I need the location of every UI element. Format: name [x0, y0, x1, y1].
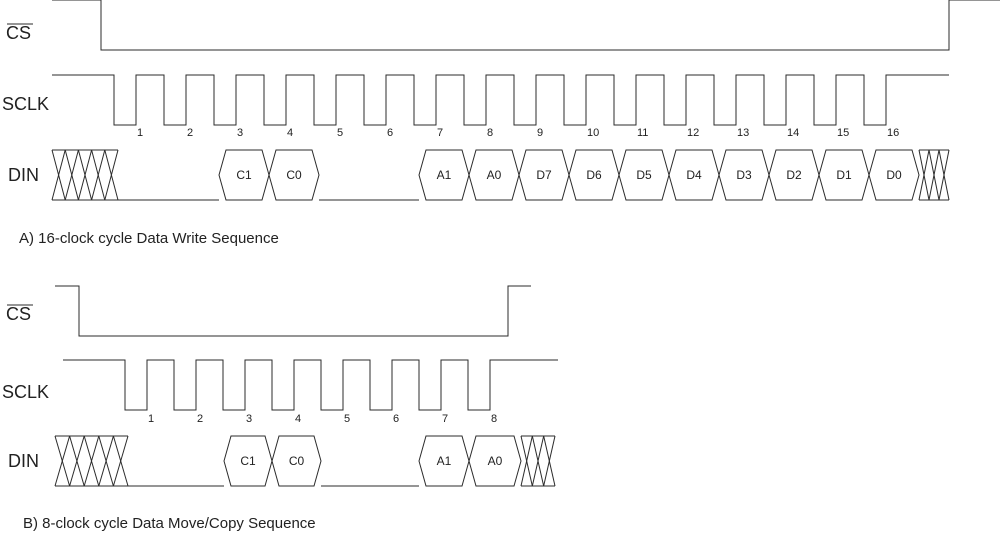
diagram-b-sclk-label: SCLK: [2, 382, 49, 402]
diagram-a-clock-number: 2: [187, 127, 193, 139]
diagram-b-din-dont-care-hatch: [54, 435, 71, 487]
diagram-b-din-cell-shape: [468, 435, 522, 487]
diagram-a-cs-waveform: [52, 0, 1000, 51]
diagram-a-din-waveform: C1 C0 A1 A0 D7 D6 D5 D4 D3 D2 D1 D0: [51, 149, 950, 201]
diagram-b-din-dont-care-hatch: [520, 435, 533, 487]
diagram-a-din-cell-shape: [868, 149, 920, 201]
diagram-a-din-dont-care-hatch: [91, 149, 106, 201]
diagram-a-din-cell: A1: [437, 168, 452, 182]
diagram-a-din-dont-care-hatch: [77, 149, 93, 201]
diagram-b-clock-number: 1: [148, 413, 154, 425]
diagram-a-din-dont-care-hatch: [51, 149, 66, 201]
diagram-a-din-cell: D2: [786, 168, 802, 182]
diagram-a-din-cell: D0: [886, 168, 902, 182]
diagram-a-din-cell: D6: [586, 168, 602, 182]
diagram-b-clock-number: 2: [197, 413, 203, 425]
diagram-a-din-dont-care-hatch: [938, 149, 950, 201]
diagram-a-sclk-label: SCLK: [2, 94, 49, 114]
diagram-a-clock-number: 15: [837, 127, 849, 139]
diagram-a-din-dont-care-hatch: [918, 149, 930, 201]
diagram-a-clock-number: 12: [687, 127, 699, 139]
diagram-b-din-cell: C0: [289, 454, 305, 468]
diagram-a-clock-number: 4: [287, 127, 293, 139]
diagram-b-clock-number: 6: [393, 413, 399, 425]
diagram-a-sclk-waveform: [52, 74, 949, 126]
diagram-b-caption: B) 8-clock cycle Data Move/Copy Sequence: [23, 515, 316, 532]
diagram-a-din-dont-care-hatch: [928, 149, 940, 201]
diagram-a-clock-number: 8: [487, 127, 493, 139]
diagram-a-din-label: DIN: [8, 165, 39, 185]
diagram-a-clock-number: 16: [887, 127, 899, 139]
diagram-a-din-cell: D1: [836, 168, 852, 182]
diagram-a-din-cell: D5: [636, 168, 652, 182]
diagram-a-clock-number: 1: [137, 127, 143, 139]
diagram-b-sclk-waveform: [63, 359, 558, 411]
diagram-b-din-label: DIN: [8, 451, 39, 471]
diagram-a-caption: A) 16-clock cycle Data Write Sequence: [19, 230, 279, 247]
diagram-b-din-dont-care-hatch: [112, 435, 129, 487]
diagram-b-din-dont-care-hatch: [531, 435, 545, 487]
diagram-a-din-cell: C0: [286, 168, 302, 182]
diagram-b-clock-number: 5: [344, 413, 350, 425]
diagram-b-din-dont-care-hatch: [98, 435, 114, 487]
diagram-a-clock-number: 9: [537, 127, 543, 139]
diagram-a-clock-number: 5: [337, 127, 343, 139]
diagram-a-din-dont-care-hatch: [64, 149, 79, 201]
diagram-a-din-dont-care-hatch: [104, 149, 119, 201]
diagram-b-din-dont-care-hatch: [69, 435, 85, 487]
diagram-b-clock-numbers: 1 2 3 4 5 6 7 8: [148, 413, 497, 425]
diagram-a-din-cell: A0: [487, 168, 502, 182]
diagram-a-clock-number: 13: [737, 127, 749, 139]
diagram-b-din-cell: C1: [240, 454, 256, 468]
diagram-b: CS SCLK 1 2 3 4 5 6 7 8 DIN C1 C0 A1 A0 B) 8-clock…: [2, 285, 558, 532]
diagram-a-din-cell: D7: [536, 168, 552, 182]
diagram-a-clock-number: 11: [637, 127, 648, 139]
diagram-b-din-dont-care-hatch: [543, 435, 556, 487]
diagram-a-clock-number: 14: [787, 127, 799, 139]
diagram-a-clock-number: 3: [237, 127, 243, 139]
diagram-b-din-cell: A0: [488, 454, 503, 468]
diagram-b-din-waveform: C1 C0 A1 A0: [54, 435, 556, 487]
diagram-a-clock-number: 10: [587, 127, 599, 139]
diagram-a-din-cell: D3: [736, 168, 752, 182]
diagram-b-din-dont-care-hatch: [83, 435, 100, 487]
diagram-a-clock-number: 7: [437, 127, 443, 139]
diagram-b-cs-waveform: [55, 285, 531, 337]
diagram-b-clock-number: 3: [246, 413, 252, 425]
diagram-b-din-cell-shape: [271, 435, 322, 487]
diagram-b-clock-number: 8: [491, 413, 497, 425]
diagram-a-cs-label: CS: [6, 23, 31, 43]
diagram-a-clock-number: 6: [387, 127, 393, 139]
diagram-b-cs-label: CS: [6, 304, 31, 324]
diagram-b-clock-number: 4: [295, 413, 301, 425]
diagram-b-clock-number: 7: [442, 413, 448, 425]
diagram-a-din-cell: C1: [236, 168, 252, 182]
diagram-b-din-cell: A1: [437, 454, 452, 468]
diagram-a-din-cell-shape: [268, 149, 320, 201]
diagram-a-din-cell: D4: [686, 168, 702, 182]
